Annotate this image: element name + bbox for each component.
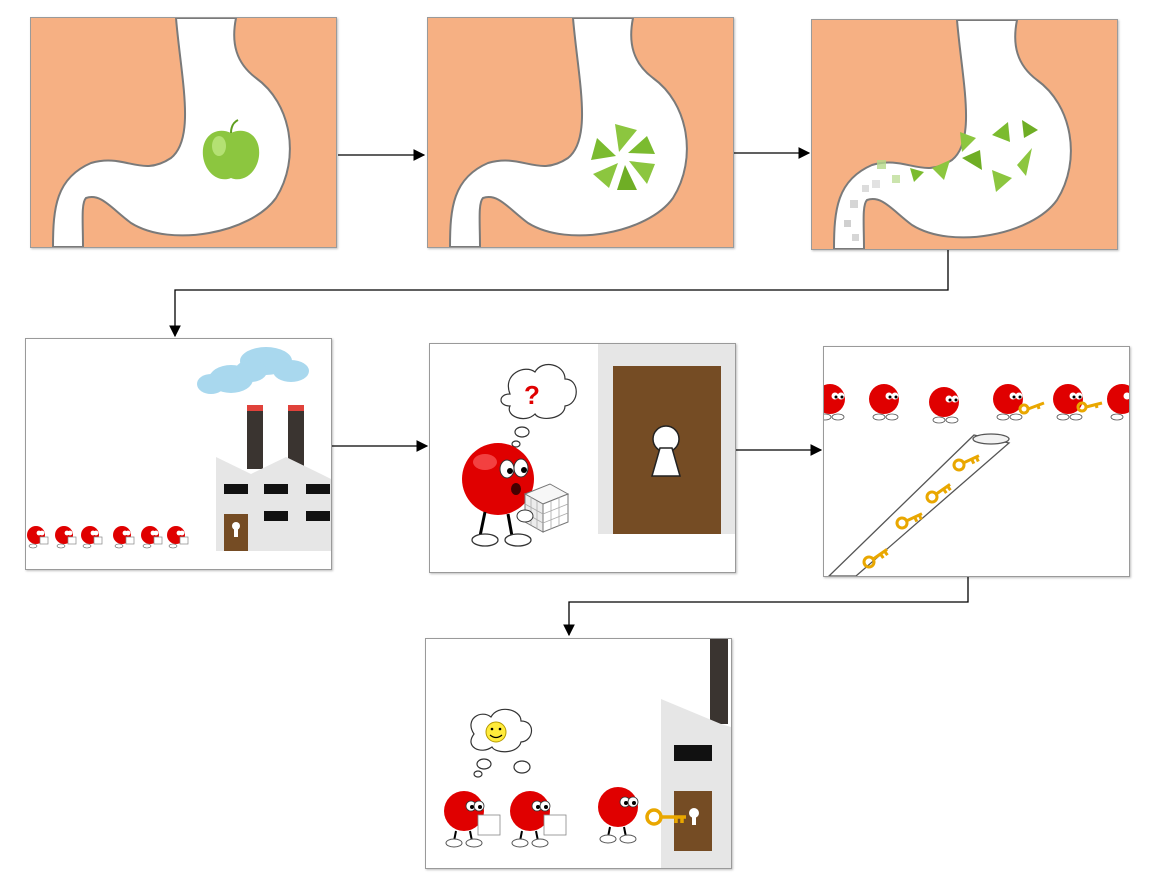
red-cell-icon bbox=[510, 791, 567, 848]
key-delivery-scene bbox=[824, 384, 1129, 576]
cell-row bbox=[824, 384, 1129, 424]
red-cell-with-key-icon bbox=[1053, 384, 1103, 421]
red-cell-icon bbox=[81, 526, 103, 549]
glucose-cube-icon bbox=[516, 483, 570, 533]
red-cell-icon bbox=[869, 384, 899, 421]
panel-stomach-chopped-apple bbox=[427, 17, 734, 248]
keyhole-door-icon bbox=[613, 366, 721, 534]
arrow-3-to-4 bbox=[169, 249, 949, 338]
panel-factory-cells-waiting bbox=[25, 338, 332, 570]
locked-door-scene: ? bbox=[462, 344, 735, 547]
factory-icon bbox=[661, 639, 731, 868]
panel-stomach-whole-apple bbox=[30, 17, 337, 248]
red-cell-with-key-icon bbox=[598, 787, 686, 844]
question-mark: ? bbox=[524, 380, 540, 410]
chimney-icon bbox=[247, 405, 304, 469]
red-cell-icon bbox=[113, 526, 135, 549]
panel-stomach-digesting bbox=[811, 19, 1118, 250]
stomach-illustration bbox=[428, 18, 733, 247]
thought-bubble-icon: ? bbox=[500, 363, 577, 448]
factory-icon bbox=[216, 457, 331, 551]
stomach-illustration bbox=[812, 20, 1117, 249]
red-cell-icon bbox=[27, 526, 49, 549]
red-cell-with-key-icon bbox=[993, 384, 1045, 421]
panel-cell-confused-door: ? bbox=[429, 343, 736, 573]
blood-vessel-tube bbox=[828, 433, 1011, 576]
red-cell-icon bbox=[141, 526, 163, 549]
key-icon bbox=[645, 808, 686, 826]
arrow-6-to-7 bbox=[563, 577, 969, 637]
red-cell-icon bbox=[462, 443, 534, 547]
key-icon-group bbox=[862, 454, 980, 569]
red-cell-icon bbox=[55, 526, 77, 549]
smiley-icon bbox=[485, 721, 507, 743]
panel-cells-happy-unlock bbox=[425, 638, 732, 869]
red-cell-icon bbox=[929, 387, 959, 424]
red-cell-icon bbox=[167, 526, 189, 549]
thought-bubble-icon bbox=[470, 708, 533, 778]
cell-queue bbox=[27, 526, 189, 549]
apple-slices-icon bbox=[591, 124, 655, 190]
unlock-scene bbox=[444, 639, 731, 868]
panel-cells-keys-tube bbox=[823, 346, 1130, 577]
chimney-icon bbox=[710, 639, 728, 724]
glucose-particles-icon bbox=[844, 160, 900, 241]
smoke-cloud-icon bbox=[197, 347, 309, 394]
stomach-illustration bbox=[31, 18, 336, 247]
red-cell-icon bbox=[1107, 384, 1129, 421]
red-cell-icon bbox=[444, 791, 501, 848]
red-cell-icon bbox=[824, 384, 845, 421]
factory-scene bbox=[27, 347, 331, 551]
stomach-shape bbox=[51, 18, 291, 247]
apple-icon bbox=[202, 119, 260, 180]
apple-fragments-icon bbox=[910, 120, 1038, 192]
